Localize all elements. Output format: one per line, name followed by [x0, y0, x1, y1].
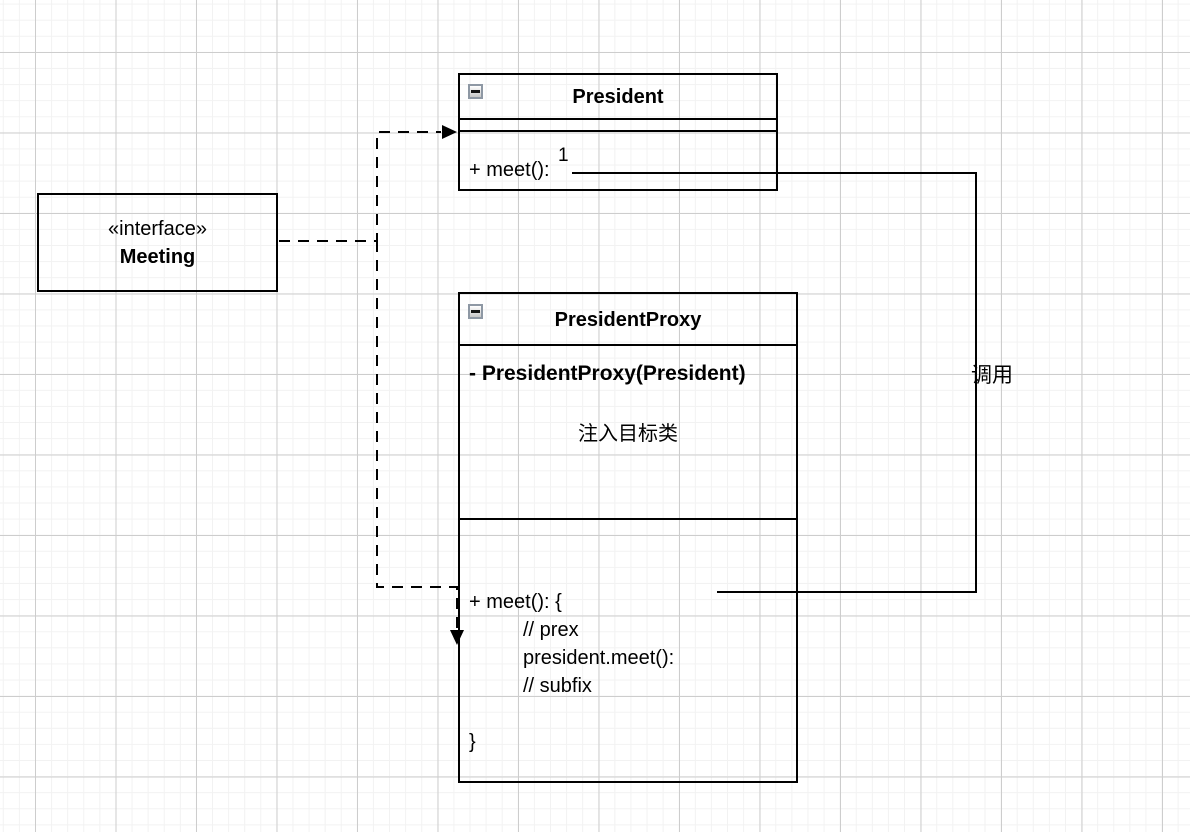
collapse-minus-icon[interactable] — [468, 84, 483, 99]
code-line — [469, 700, 674, 728]
realization-edge-meeting-president[interactable] — [279, 131, 441, 242]
section-divider — [458, 118, 778, 120]
method-label-meet: + meet(): — [469, 159, 550, 181]
interface-name: Meeting — [119, 246, 196, 268]
constructor-label: - PresidentProxy(President) — [469, 362, 746, 385]
code-line: } — [469, 731, 476, 753]
section-divider — [458, 518, 798, 520]
note-label-inject-target: 注入目标类 — [578, 423, 678, 445]
class-title-president-proxy: PresidentProxy — [554, 309, 702, 331]
class-box-president[interactable]: President + meet(): — [458, 73, 778, 191]
code-line: president.meet(): — [523, 647, 675, 669]
interface-stereotype: «interface» — [108, 218, 207, 240]
minus-glyph — [471, 310, 480, 313]
section-divider — [458, 344, 798, 346]
realization-edge-meeting-proxy[interactable] — [376, 241, 458, 629]
collapse-minus-icon[interactable] — [468, 304, 483, 319]
edge-label-call: 调用 — [971, 364, 1013, 387]
code-line: + meet(): { — [469, 591, 562, 613]
code-line: // prex — [523, 619, 579, 641]
method-code-block: + meet(): { // prex president.meet(): //… — [469, 588, 674, 756]
interface-box-meeting[interactable]: «interface» Meeting — [37, 193, 278, 292]
minus-glyph — [471, 90, 480, 93]
arrowhead-right-icon — [442, 125, 457, 139]
section-divider — [458, 130, 778, 132]
class-box-president-proxy[interactable]: PresidentProxy - PresidentProxy(Presiden… — [458, 292, 798, 783]
class-title-president: President — [572, 86, 664, 108]
code-line: // subfix — [523, 675, 592, 697]
multiplicity-label: 1 — [558, 145, 569, 166]
